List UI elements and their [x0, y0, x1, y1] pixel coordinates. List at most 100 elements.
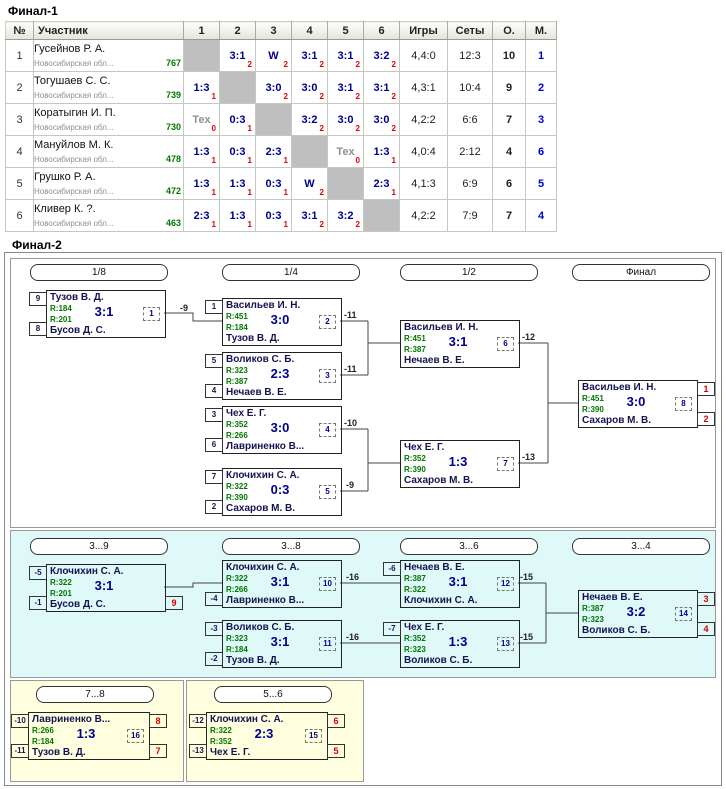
player-rating-top: R:352 — [404, 634, 426, 643]
seed-tab: -4 — [205, 592, 223, 606]
match-score: 3:1 — [448, 574, 468, 589]
self-cell — [291, 135, 328, 168]
player-name-top: Васильев И. Н. — [582, 382, 657, 393]
loser-dest-label: -10 — [344, 418, 358, 428]
match-10[interactable]: -4 Клочихин С. А. R:322 3:1 10 R:266 Лав… — [205, 560, 342, 608]
player-name-bottom: Сахаров М. В. — [582, 415, 652, 426]
player-rating-bottom: R:387 — [226, 377, 248, 386]
match-score: 3:0 — [626, 394, 646, 409]
match-5[interactable]: 7 2 Клочихин С. А. R:322 0:3 5 R:390 Сах… — [205, 468, 342, 516]
match-9[interactable]: -5 -1 Клочихин С. А. R:322 3:1 R:201 Бус… — [29, 564, 183, 612]
place-tab: 5 — [327, 744, 345, 758]
seed-tab: 1 — [205, 300, 223, 314]
player-rating-bottom: R:184 — [226, 323, 248, 332]
participant-name: Мануйлов М. К. — [34, 139, 114, 151]
match-7[interactable]: Чех Е. Г. R:352 1:3 7 R:390 Сахаров М. В… — [400, 440, 520, 488]
match-3[interactable]: 5 4 Воликов С. Б. R:323 2:3 3 R:387 Неча… — [205, 352, 342, 400]
place-cell: 1 — [525, 39, 557, 72]
games-cell: 4,2:2 — [399, 199, 448, 232]
seed-tab: 8 — [29, 322, 47, 336]
row-number: 4 — [5, 135, 34, 168]
match-score: 3:1 — [270, 634, 290, 649]
participant-rating: 472 — [165, 186, 181, 196]
match-number: 16 — [127, 729, 144, 743]
player-name-top: Клочихин С. А. — [210, 714, 284, 725]
participant-cell: Тогушаев С. С.Новосибирская обл...739 — [33, 71, 184, 104]
place-tab: 3 — [697, 592, 715, 606]
player-rating-top: R:323 — [226, 366, 248, 375]
match-12[interactable]: -6 Нечаев В. Е. R:387 3:1 12 R:322 Клочи… — [383, 560, 520, 608]
match-11[interactable]: -3 -2 Воликов С. Б. R:323 3:1 11 R:184 Т… — [205, 620, 342, 668]
match-number: 4 — [319, 423, 336, 437]
seed-tab: 6 — [205, 438, 223, 452]
loser-dest-label: -9 — [180, 303, 189, 313]
row-number: 5 — [5, 167, 34, 200]
match-8-final[interactable]: Васильев И. Н. R:451 3:0 8 R:390 Сахаров… — [578, 380, 715, 428]
match-2[interactable]: 1 Васильев И. Н. R:451 3:0 2 R:184 Тузов… — [205, 298, 342, 346]
player-name-bottom: Воликов С. Б. — [582, 625, 651, 636]
table-row: 5 Грушко Р. А.Новосибирская обл...472 1:… — [5, 167, 557, 200]
col-header-4: 4 — [291, 21, 328, 40]
match-16[interactable]: -10 -11 Лавриненко В... R:266 1:3 16 R:1… — [11, 712, 167, 760]
match-14[interactable]: Нечаев В. Е. R:387 3:2 14 R:323 Воликов … — [578, 590, 715, 638]
games-cell: 4,0:4 — [399, 135, 448, 168]
games-cell: 4,4:0 — [399, 39, 448, 72]
row-number: 3 — [5, 103, 34, 136]
place-tab: 1 — [697, 382, 715, 396]
match-6[interactable]: Васильев И. Н. R:451 3:1 6 R:387 Нечаев … — [400, 320, 520, 368]
table-row: 2 Тогушаев С. С.Новосибирская обл...739 … — [5, 71, 557, 104]
col-header-sets: Сеты — [447, 21, 493, 40]
player-rating-top: R:322 — [210, 726, 232, 735]
participant-region: Новосибирская обл... — [34, 91, 114, 100]
match-1[interactable]: 9 8 Тузов В. Д. R:184 3:1 1 R:201 Бусов … — [29, 290, 166, 338]
match-4[interactable]: 3 6 Чех Е. Г. R:352 3:0 4 R:266 Лавринен… — [205, 406, 342, 454]
round-header-3-6: 3...6 — [400, 538, 538, 555]
col-header-num: № — [5, 21, 34, 40]
participant-rating: 463 — [165, 218, 181, 228]
seed-tab: 5 — [205, 354, 223, 368]
col-header-5: 5 — [327, 21, 364, 40]
seed-tab: 9 — [29, 292, 47, 306]
participant-rating: 767 — [165, 58, 181, 68]
player-name-bottom: Лавриненко В... — [226, 441, 305, 452]
table-row: 6 Кливер К. ?.Новосибирская обл...463 2:… — [5, 199, 557, 232]
match-15[interactable]: -12 -13 Клочихин С. А. R:322 2:3 15 R:35… — [189, 712, 345, 760]
sets-cell: 7:9 — [447, 199, 493, 232]
match-score: 3:2 — [626, 604, 646, 619]
player-rating-top: R:451 — [404, 334, 426, 343]
match-13[interactable]: -7 Чех Е. Г. R:352 1:3 13 R:323 Воликов … — [383, 620, 520, 668]
participant-region: Новосибирская обл... — [34, 219, 114, 228]
player-rating-top: R:387 — [582, 604, 604, 613]
player-rating-bottom: R:201 — [50, 315, 72, 324]
